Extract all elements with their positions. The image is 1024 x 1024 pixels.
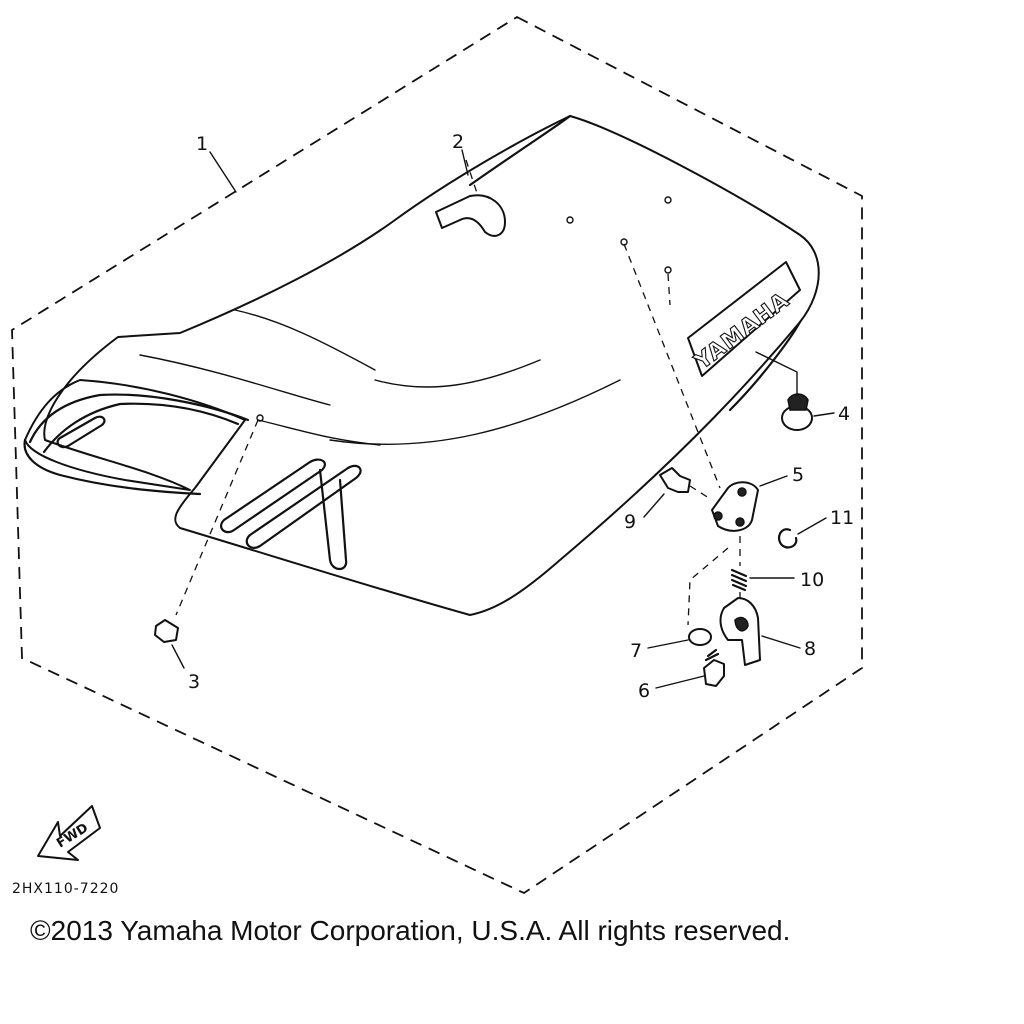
part-5-lock-bracket (623, 243, 759, 532)
part-11-clip (777, 528, 798, 549)
callout-4: 4 (838, 403, 850, 425)
callout-8: 8 (804, 638, 816, 660)
part-2-seat-hook (435, 159, 506, 237)
seat: YAMAHA (23, 114, 820, 616)
diagram-code: 2HX110-7220 (12, 881, 119, 897)
callout-9: 9 (624, 511, 636, 533)
callout-7: 7 (630, 640, 642, 662)
callout-6: 6 (638, 680, 650, 702)
leader-lines (171, 149, 835, 689)
assembly-boundary (11, 15, 863, 895)
callout-10: 10 (800, 569, 824, 591)
callout-5: 5 (792, 464, 804, 486)
callout-numbers: 1 2 3 4 5 6 7 8 9 10 11 (188, 131, 854, 702)
part-3-nut (154, 419, 259, 643)
callout-11: 11 (830, 507, 854, 529)
callout-3: 3 (188, 671, 200, 693)
callout-2: 2 (452, 131, 464, 153)
fwd-arrow-icon: FWD (37, 805, 101, 861)
part-8-latch (719, 592, 761, 666)
part-6-screw (703, 648, 725, 687)
part-4-damper (755, 351, 813, 431)
copyright-notice: ©2013 Yamaha Motor Corporation, U.S.A. A… (30, 915, 791, 946)
part-9-bolt (659, 467, 713, 501)
part-10-spring (730, 536, 748, 592)
callout-1: 1 (196, 133, 208, 155)
part-7-collar (687, 547, 729, 646)
